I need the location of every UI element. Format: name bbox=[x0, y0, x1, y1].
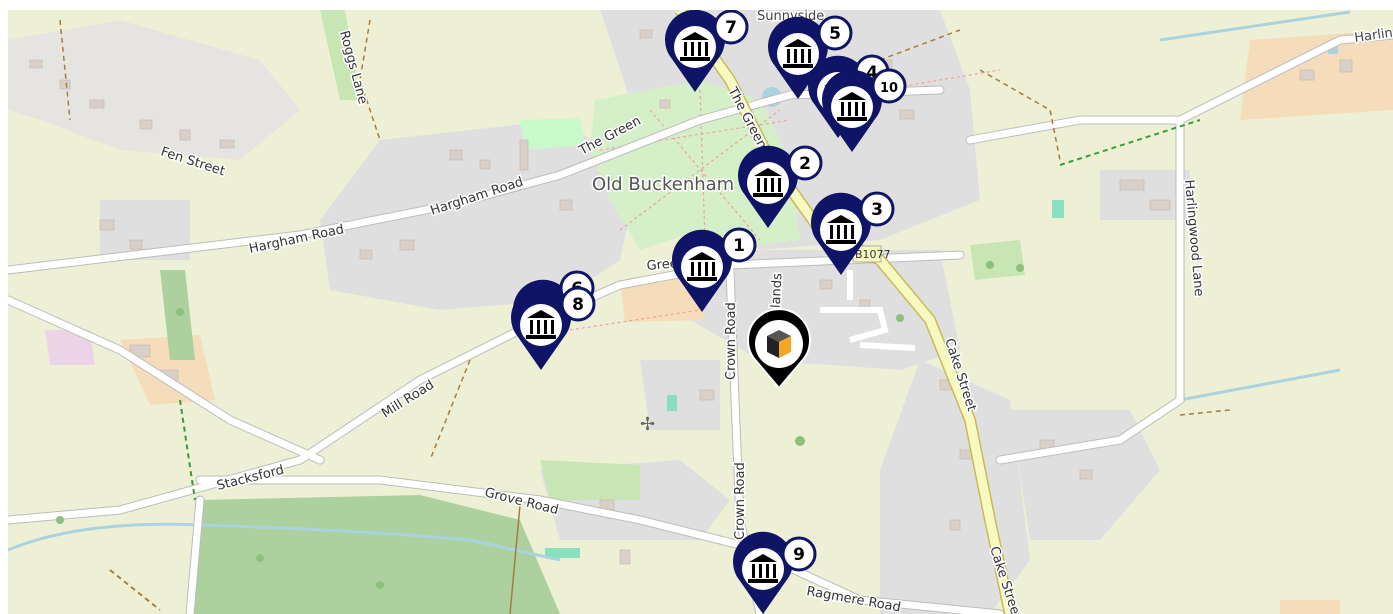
marker-number-badge: 2 bbox=[787, 145, 823, 181]
marker-number: 2 bbox=[799, 154, 811, 174]
stream bbox=[8, 522, 561, 562]
museum-marker[interactable]: 7 bbox=[665, 10, 749, 92]
museum-marker[interactable]: 9 bbox=[733, 531, 817, 614]
allotment-area bbox=[45, 330, 95, 365]
marker-number: 8 bbox=[572, 295, 584, 315]
museum-icon bbox=[687, 252, 717, 281]
farmyard-area bbox=[1280, 600, 1340, 614]
museum-marker[interactable]: 1 bbox=[672, 227, 757, 312]
buildings bbox=[29, 29, 1353, 565]
marker-number: 10 bbox=[880, 81, 898, 96]
marker-number: 3 bbox=[871, 200, 883, 220]
marker-number-badge: 7 bbox=[713, 10, 749, 45]
marker-number-badge: 5 bbox=[817, 15, 853, 51]
pitch-area bbox=[545, 548, 580, 558]
park-area bbox=[520, 118, 585, 150]
road-label-green-short: Gree bbox=[646, 256, 678, 274]
pitch-area bbox=[1052, 200, 1064, 218]
place-label: Old Buckenham bbox=[592, 174, 734, 195]
farmyard-area bbox=[1240, 30, 1393, 120]
marker-number-badge: 1 bbox=[721, 227, 757, 263]
wood-area bbox=[540, 460, 640, 500]
museum-marker[interactable]: 3 bbox=[811, 191, 895, 275]
property-cube-icon bbox=[767, 330, 791, 358]
markers-layer: 68175421039 bbox=[511, 10, 907, 614]
marker-number: 7 bbox=[725, 18, 737, 38]
museum-icon bbox=[826, 215, 856, 244]
museum-icon bbox=[783, 39, 813, 68]
wood-area bbox=[320, 10, 360, 100]
road-label-crown-road-north: Crown Road bbox=[724, 302, 739, 380]
residential-area bbox=[100, 200, 190, 260]
marker-number: 1 bbox=[733, 236, 745, 256]
farmyard-area bbox=[620, 275, 705, 322]
windmill-icon: ✢ bbox=[640, 414, 655, 435]
road-label-harling: Harlin bbox=[1353, 26, 1393, 46]
minor-roads bbox=[8, 31, 1393, 614]
cul-de-sacs bbox=[820, 270, 916, 351]
museum-icon bbox=[748, 554, 778, 583]
wood-area bbox=[970, 240, 1025, 280]
museum-marker[interactable]: 10 bbox=[822, 68, 907, 152]
marker-number: 5 bbox=[829, 24, 841, 44]
museum-icon bbox=[837, 92, 867, 121]
pond bbox=[1328, 44, 1338, 54]
marker-number-badge: 10 bbox=[871, 68, 907, 104]
marker-number-badge: 8 bbox=[560, 286, 596, 322]
museum-marker[interactable]: 2 bbox=[738, 145, 823, 228]
residential-area bbox=[8, 20, 300, 160]
svg-text:B1077: B1077 bbox=[855, 248, 891, 261]
museum-marker[interactable]: 5 bbox=[768, 15, 853, 99]
museum-icon bbox=[753, 168, 783, 197]
wood-area bbox=[190, 495, 560, 614]
marker-number-badge: 9 bbox=[781, 536, 817, 572]
road-label-crown-road-south: Crown Road bbox=[733, 462, 748, 540]
tree-symbols bbox=[56, 261, 1024, 589]
residential-area bbox=[640, 360, 720, 430]
pitch-area bbox=[667, 395, 677, 411]
museum-marker[interactable]: 8 bbox=[511, 286, 596, 370]
map-canvas[interactable]: ✢ Old Buckenham Sunnyside Harlin Roggs L… bbox=[8, 10, 1393, 614]
marker-number: 9 bbox=[793, 545, 805, 565]
stream bbox=[1159, 10, 1351, 42]
museum-icon bbox=[680, 32, 710, 61]
footpath bbox=[599, 89, 791, 241]
stream bbox=[1179, 368, 1341, 402]
museum-icon bbox=[526, 310, 556, 339]
road-ref-shield: B1077 bbox=[852, 245, 891, 263]
map-tiles: ✢ Old Buckenham Sunnyside Harlin Roggs L… bbox=[8, 10, 1393, 614]
residential-area bbox=[320, 120, 640, 310]
property-marker[interactable] bbox=[747, 308, 811, 390]
marker-number-badge: 3 bbox=[859, 191, 895, 227]
